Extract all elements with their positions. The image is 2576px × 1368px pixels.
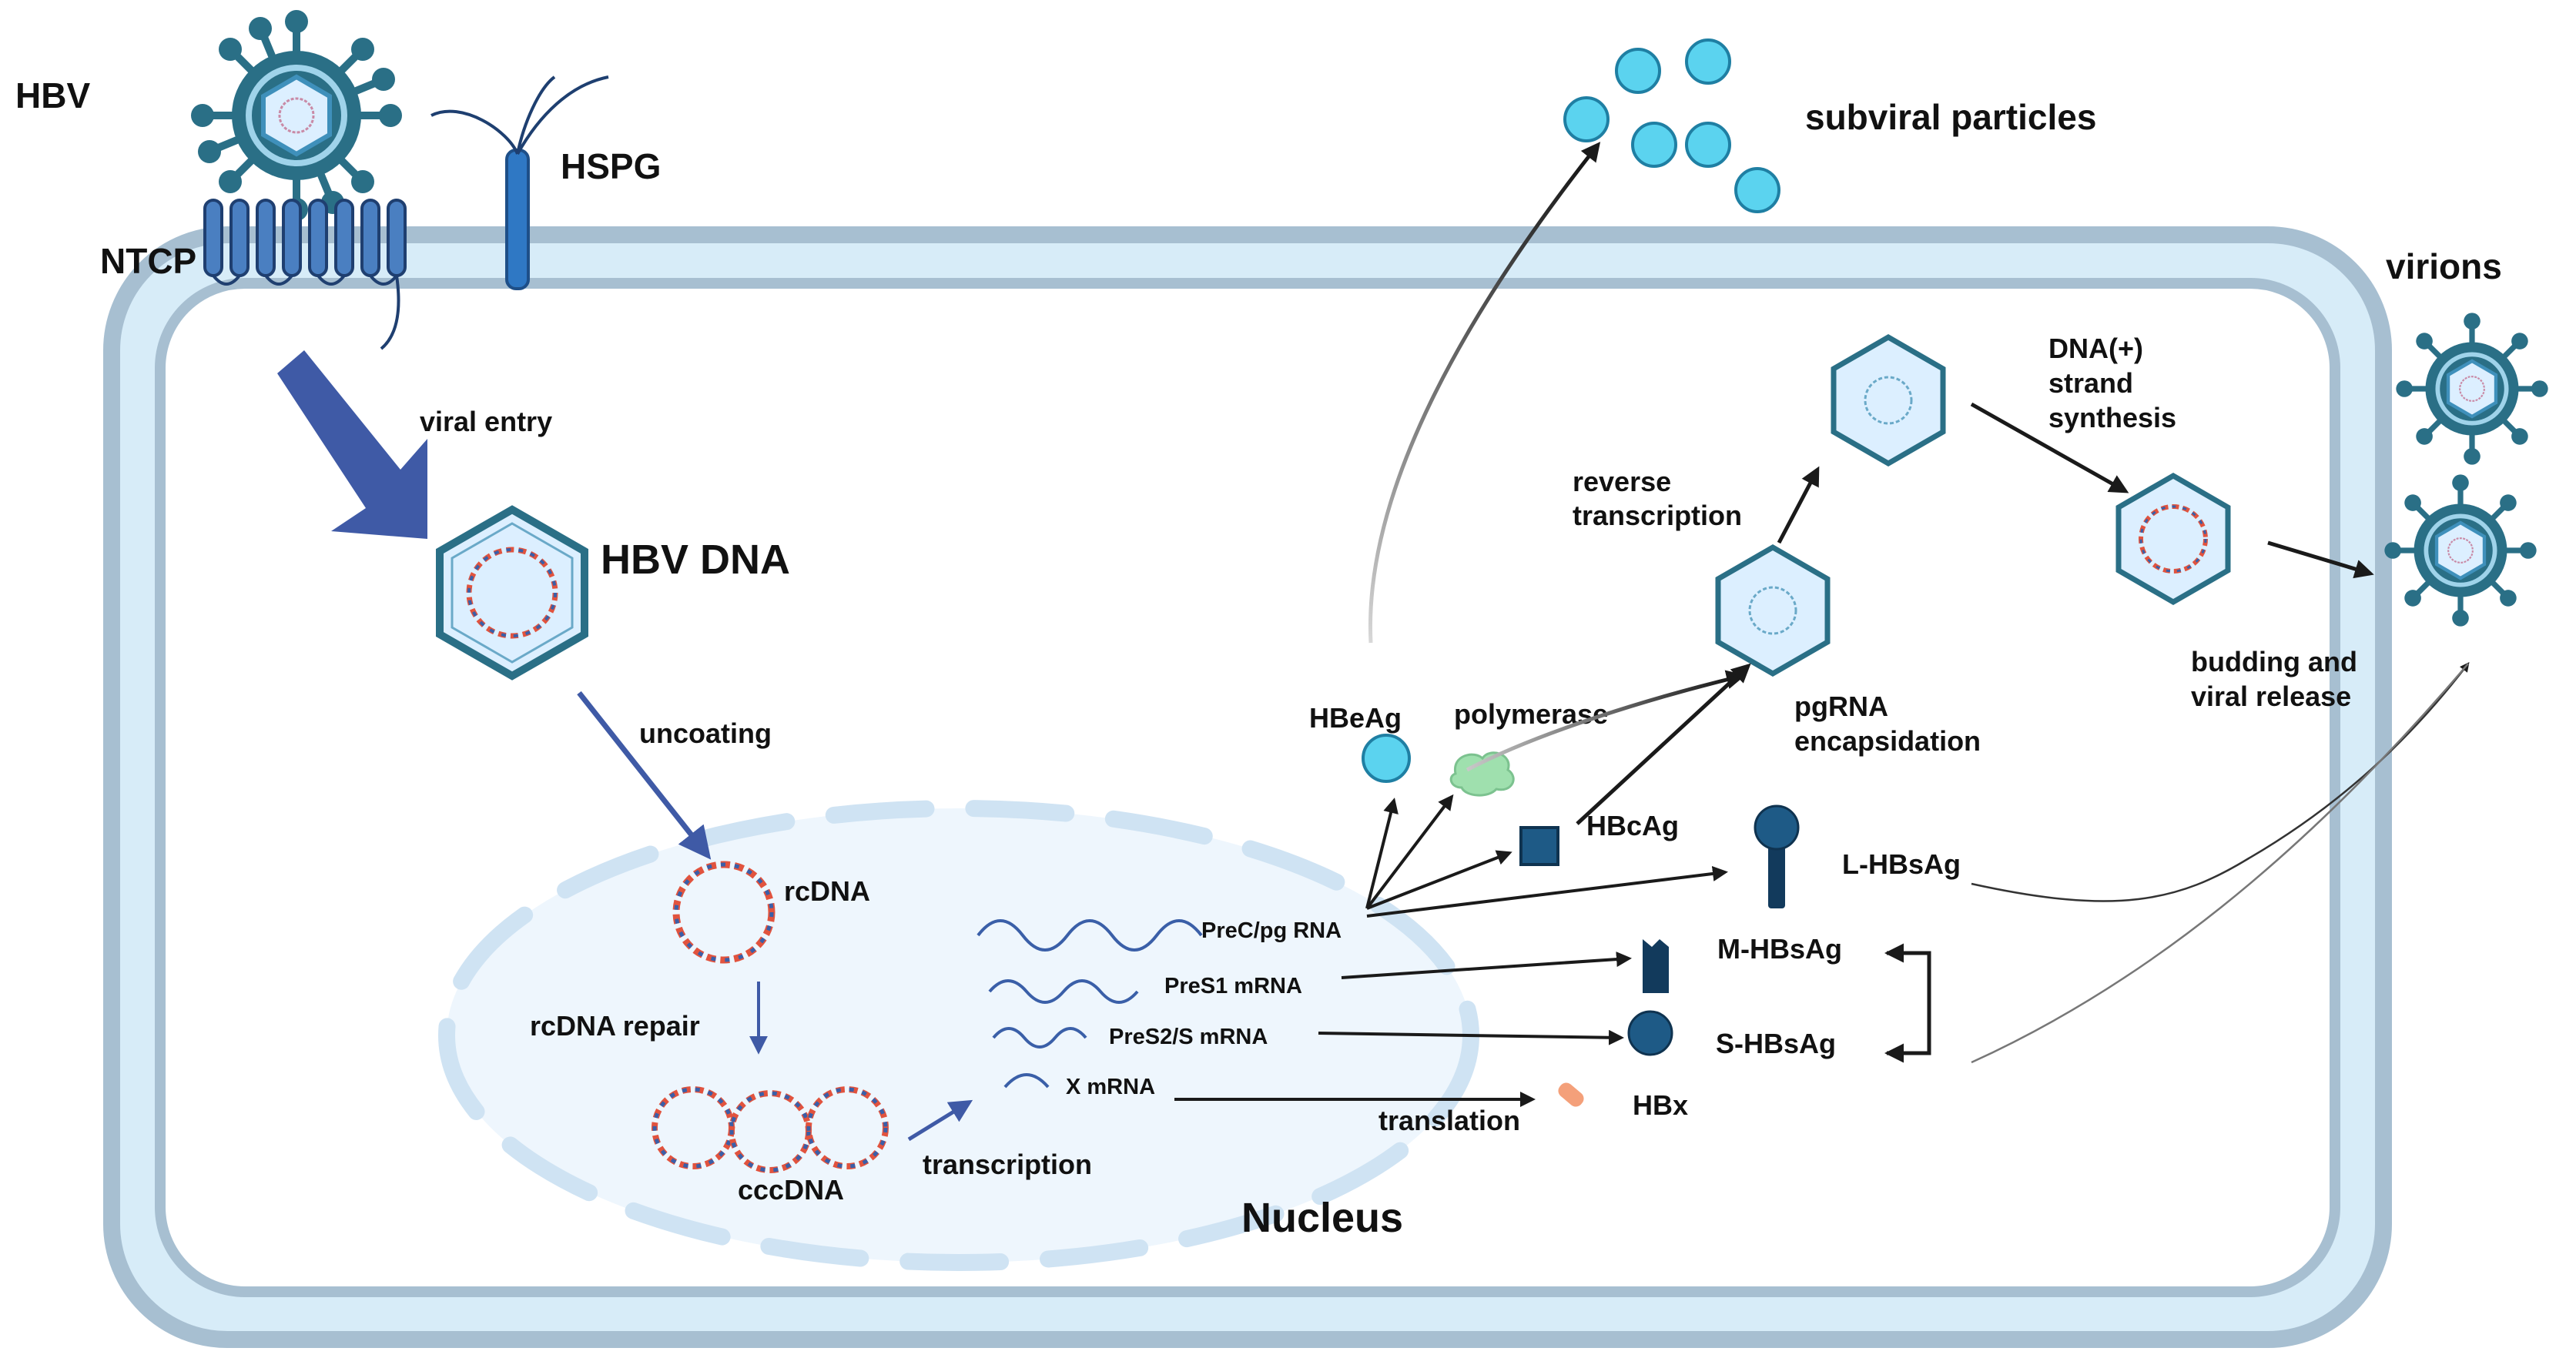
pgrna-encapsidation-label-1: pgRNA xyxy=(1794,691,1888,722)
polymerase-icon xyxy=(1449,751,1515,797)
m-hbsag-label: M-HBsAg xyxy=(1717,933,1842,965)
ntcp-receptor-icon xyxy=(203,199,407,350)
pres2s-mrna-wave xyxy=(992,1027,1087,1049)
reverse-transcription-label-2: transcription xyxy=(1573,500,1742,531)
hbv-virion-icon xyxy=(191,10,402,221)
hbeag-secretion-arrow xyxy=(1368,142,1601,644)
hbcag-icon xyxy=(1519,826,1559,866)
budding-release-label-2: viral release xyxy=(2191,681,2351,712)
translation-label: translation xyxy=(1378,1105,1520,1136)
nucleus-label: Nucleus xyxy=(1241,1195,1403,1241)
transcription-label: transcription xyxy=(923,1149,1092,1180)
hbx-label: HBx xyxy=(1633,1089,1688,1121)
mature-capsid-icon xyxy=(2115,472,2231,606)
hspg-icon xyxy=(430,75,609,290)
transcript-label-prec: PreC/pg RNA xyxy=(1201,918,1342,943)
pgrna-encapsidation-label-2: encapsidation xyxy=(1794,725,1981,757)
uncoating-arrow xyxy=(577,691,712,860)
viral-entry-label: viral entry xyxy=(420,406,552,437)
hspg-label: HSPG xyxy=(561,146,661,186)
prec-pgrna-wave xyxy=(976,919,1203,952)
rcdna-repair-label: rcDNA repair xyxy=(530,1010,700,1042)
s-hbsag-icon xyxy=(1627,1010,1673,1056)
hbsag-export-arrow xyxy=(1971,662,2470,902)
x-mrna-wave xyxy=(1003,1073,1050,1089)
hbcag-label: HBcAg xyxy=(1586,810,1679,841)
hbv-label: HBV xyxy=(15,75,90,115)
budding-release-label-1: budding and xyxy=(2191,646,2357,677)
ntcp-label: NTCP xyxy=(100,241,196,281)
hbx-icon xyxy=(1558,1082,1584,1107)
virion-icon xyxy=(2396,313,2548,465)
transcript-label-pres2s: PreS2/S mRNA xyxy=(1109,1025,1268,1049)
virions-label: virions xyxy=(2386,246,2502,286)
s-hbsag-label: S-HBsAg xyxy=(1716,1028,1836,1059)
dna-strand-synthesis-label-2: strand xyxy=(2048,367,2133,399)
dna-strand-synthesis-label-3: synthesis xyxy=(2048,402,2176,433)
replication-arrows xyxy=(1466,402,2374,825)
l-hbsag-label: L-HBsAg xyxy=(1842,848,1961,880)
m-hbsag-icon xyxy=(1643,939,1669,993)
hbeag-label: HBeAg xyxy=(1309,702,1402,734)
polymerase-label: polymerase xyxy=(1454,698,1608,730)
reverse-transcription-label-1: reverse xyxy=(1573,466,1671,497)
transcripts xyxy=(976,919,1203,1089)
empty-capsid-icon xyxy=(1831,333,1946,467)
pgrna-capsid-icon xyxy=(1715,544,1831,677)
rcdna-icon xyxy=(672,861,775,964)
cccdna-label: cccDNA xyxy=(738,1174,844,1206)
cccdna-icon xyxy=(652,1086,889,1173)
uncoating-label: uncoating xyxy=(639,717,772,749)
hbeag-icon xyxy=(1362,734,1411,783)
subviral-particles-label: subviral particles xyxy=(1805,97,2096,137)
dna-strand-synthesis-label-1: DNA(+) xyxy=(2048,333,2143,364)
hbv-dna-label: HBV DNA xyxy=(601,537,790,583)
hbsag-release-arrow xyxy=(1971,663,2469,1064)
hbsag-bracket xyxy=(1884,943,1931,1063)
transcript-label-pres1: PreS1 mRNA xyxy=(1164,974,1302,998)
transcript-label-x: X mRNA xyxy=(1066,1075,1155,1099)
hbv-dna-capsid-icon xyxy=(436,505,588,681)
l-hbsag-icon xyxy=(1754,804,1800,908)
subviral-particles-icon xyxy=(1563,38,1780,213)
translation-arrows xyxy=(1174,794,1728,1107)
pres1-mrna-wave xyxy=(988,979,1139,1004)
rcdna-label: rcDNA xyxy=(784,875,870,907)
viral-entry-arrow xyxy=(277,350,427,539)
virion-icon-2 xyxy=(2384,474,2537,627)
transcription-arrow xyxy=(907,1099,973,1142)
